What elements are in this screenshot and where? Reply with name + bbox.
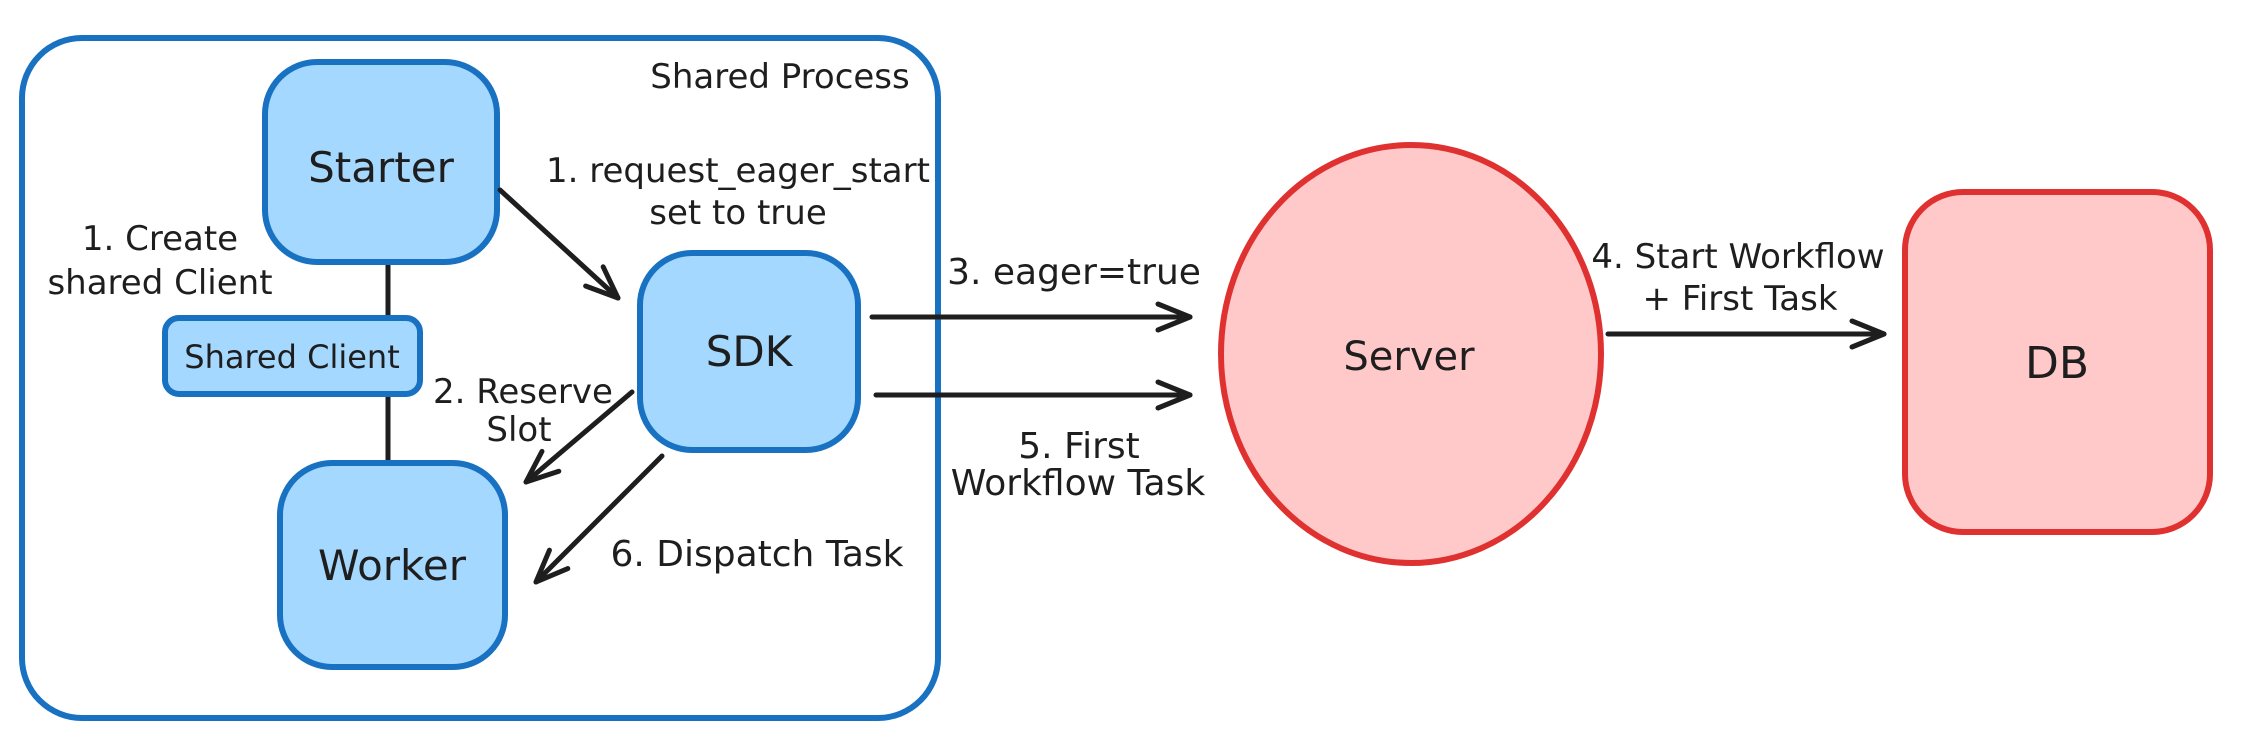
sdk-node [637,250,861,453]
arrow-request-eager-start [497,187,621,301]
create-shared-client-label-line1: 1. Create [82,219,238,259]
server-label: Server [1343,334,1475,380]
arrow-reserve-slot [523,389,635,485]
request-eager-start-label-line2: set to true [649,193,827,233]
reserve-slot-label-line2: Slot [486,410,551,450]
create-shared-client-label-line2: shared Client [47,263,272,303]
db-label: DB [2025,338,2089,389]
worker-label: Worker [318,541,467,590]
arrow-dispatch-task [533,453,665,585]
first-workflow-task-label-line2: Workflow Task [951,463,1206,504]
starter-label: Starter [308,143,454,192]
shared-process-label: Shared Process [650,57,909,97]
sdk-label: SDK [706,327,794,376]
request-eager-start-label-line1: 1. request_eager_start [546,151,930,191]
start-workflow-label-line1: 4. Start Workflow [1591,237,1884,277]
reserve-slot-label-line1: 2. Reserve [433,372,613,412]
first-workflow-task-label-line1: 5. First [1018,426,1140,467]
worker-node [277,460,508,670]
dispatch-task-label: 6. Dispatch Task [610,534,903,575]
starter-node [262,59,500,265]
eager-true-label: 3. eager=true [947,252,1201,293]
shared-process-container [19,35,941,721]
server-node [1218,142,1604,566]
db-node [1902,189,2213,535]
start-workflow-label-line2: + First Task [1642,279,1837,319]
shared-client-label: Shared Client [184,338,399,376]
shared-client-node [162,315,423,397]
